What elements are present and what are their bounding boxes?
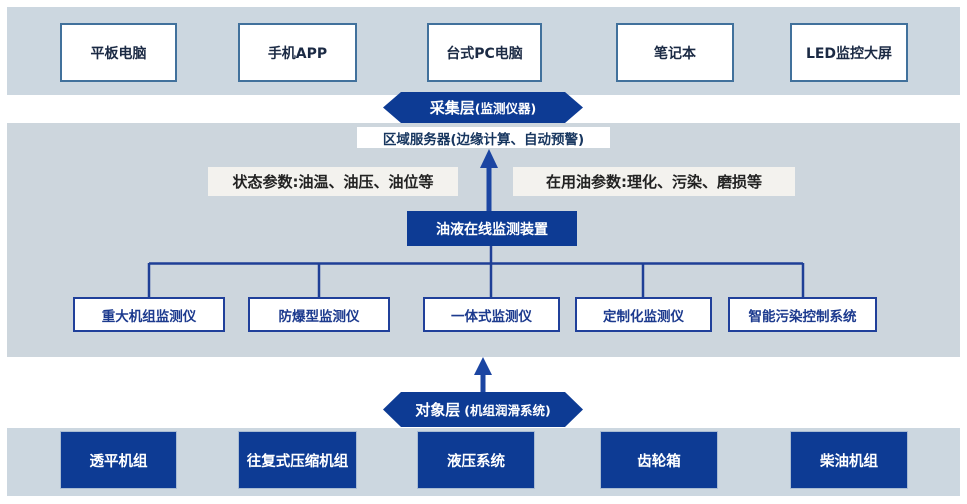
desktop-pc-label: 台式PC电脑 xyxy=(446,45,523,62)
laptop-box: 笔记本 xyxy=(616,23,734,82)
led-screen-box: LED监控大屏 xyxy=(790,23,908,82)
customized-monitor-label: 定制化监测仪 xyxy=(603,308,684,325)
tablet-label: 平板电脑 xyxy=(90,45,147,62)
oil-params-label: 在用油参数:理化、污染、磨损等 xyxy=(513,167,795,196)
online-monitor-device-label: 油液在线监测装置 xyxy=(436,221,548,238)
reciprocating-compressor-box: 往复式压缩机组 xyxy=(238,431,357,489)
turbine-unit-box: 透平机组 xyxy=(60,431,177,489)
collection-layer-title: 采集层 xyxy=(429,99,475,117)
explosion-proof-monitor-box: 防爆型监测仪 xyxy=(248,297,390,332)
gearbox-box: 齿轮箱 xyxy=(600,431,718,489)
tablet-box: 平板电脑 xyxy=(60,23,177,82)
arrow-up-icon xyxy=(474,357,492,392)
object-layer-subtitle: (机组润滑系统) xyxy=(464,403,551,418)
collection-layer-banner: 采集层(监测仪器) xyxy=(383,92,583,123)
status-params-text: 状态参数:油温、油压、油位等 xyxy=(232,173,434,191)
status-params-label: 状态参数:油温、油压、油位等 xyxy=(208,167,458,196)
turbine-unit-label: 透平机组 xyxy=(89,453,148,470)
pollution-control-system-label: 智能污染控制系统 xyxy=(748,308,857,325)
pollution-control-system-box: 智能污染控制系统 xyxy=(728,297,877,332)
diesel-unit-label: 柴油机组 xyxy=(820,453,878,470)
gearbox-label: 齿轮箱 xyxy=(637,453,681,470)
laptop-label: 笔记本 xyxy=(654,45,696,62)
collection-layer-subtitle: (监测仪器) xyxy=(474,101,537,116)
desktop-pc-box: 台式PC电脑 xyxy=(427,23,542,82)
customized-monitor-box: 定制化监测仪 xyxy=(575,297,712,332)
object-layer-banner: 对象层(机组润滑系统) xyxy=(383,392,583,427)
object-layer-title: 对象层 xyxy=(415,401,461,419)
hydraulic-system-box: 液压系统 xyxy=(417,431,535,489)
regional-server-label: 区域服务器(边缘计算、自动预警) xyxy=(382,131,585,148)
hydraulic-system-label: 液压系统 xyxy=(447,453,505,470)
regional-server-box: 区域服务器(边缘计算、自动预警) xyxy=(357,127,610,148)
major-unit-monitor-box: 重大机组监测仪 xyxy=(73,297,225,332)
oil-params-text: 在用油参数:理化、污染、磨损等 xyxy=(545,173,762,191)
online-monitor-device-box: 油液在线监测装置 xyxy=(407,211,577,246)
integrated-monitor-box: 一体式监测仪 xyxy=(423,297,560,332)
phone-app-label: 手机APP xyxy=(267,45,328,62)
explosion-proof-monitor-label: 防爆型监测仪 xyxy=(278,308,360,325)
major-unit-monitor-label: 重大机组监测仪 xyxy=(101,308,197,325)
phone-app-box: 手机APP xyxy=(238,23,357,82)
led-screen-label: LED监控大屏 xyxy=(805,45,893,62)
diesel-unit-box: 柴油机组 xyxy=(790,431,908,489)
reciprocating-compressor-label: 往复式压缩机组 xyxy=(246,453,349,470)
integrated-monitor-label: 一体式监测仪 xyxy=(451,308,532,325)
